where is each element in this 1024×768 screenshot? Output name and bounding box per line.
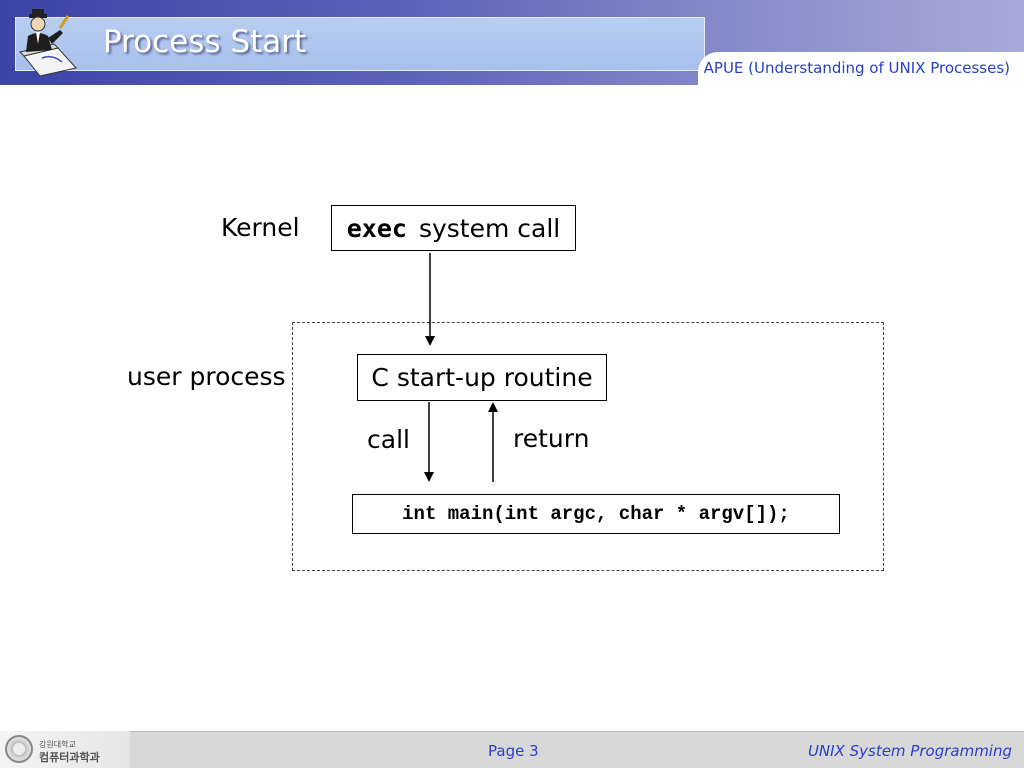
call-arrow — [424, 402, 434, 482]
startup-routine-box: C start-up routine — [357, 354, 607, 401]
slide-title: Process Start — [103, 24, 307, 60]
main-function-box: int main(int argc, char * argv[]); — [352, 494, 840, 534]
user-process-label: user process — [127, 362, 286, 391]
startup-routine-text: C start-up routine — [371, 363, 593, 392]
course-subtitle: APUE (Understanding of UNIX Processes) — [703, 59, 1010, 77]
exec-system-call-box: exec system call — [331, 205, 576, 251]
page-number: Page 3 — [488, 742, 539, 760]
return-label: return — [513, 424, 590, 453]
exec-to-startup-arrow — [425, 253, 435, 346]
exec-box-text: system call — [418, 213, 561, 243]
main-function-signature: int main(int argc, char * argv[]); — [402, 503, 790, 525]
return-arrow — [488, 402, 498, 482]
call-label: call — [367, 425, 410, 454]
department-name: 컴퓨터과학과 — [39, 751, 100, 764]
kernel-label: Kernel — [221, 213, 300, 242]
exec-keyword: exec — [346, 213, 407, 243]
university-seal-icon — [5, 735, 33, 763]
footer-course-name: UNIX System Programming — [807, 742, 1012, 760]
teacher-at-desk-icon — [18, 8, 80, 80]
user-process-boundary — [292, 322, 884, 571]
footer-bar — [0, 731, 1024, 768]
title-panel — [15, 17, 705, 71]
subtitle-tab — [698, 52, 1024, 85]
school-name: 강원대학교 — [39, 740, 76, 749]
